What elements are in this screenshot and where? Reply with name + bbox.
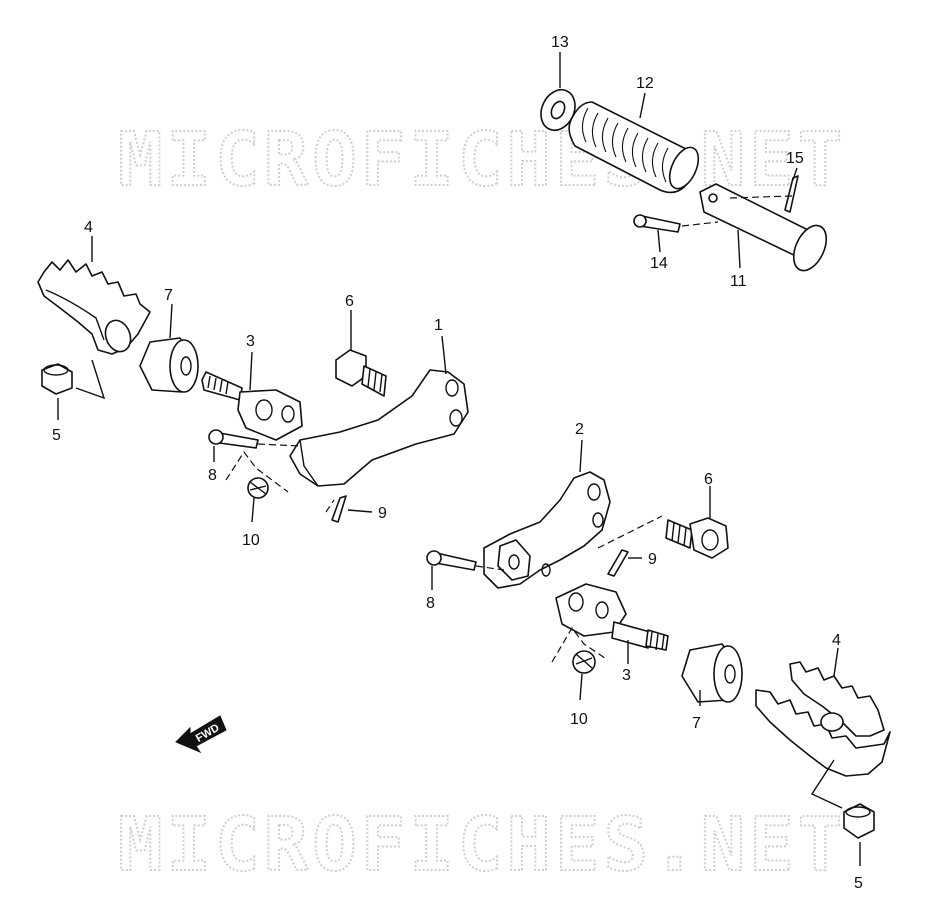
callout-10b: 10 [570,711,588,728]
callout-15: 15 [786,150,804,167]
part-12-grip [568,101,700,194]
callout-2: 2 [575,421,584,438]
callout-4b: 4 [832,632,841,649]
watermark-bottom: MICROFICHES.NET [118,802,846,888]
leader-7a [169,303,173,339]
callout-14: 14 [650,255,668,272]
leader-1 [441,335,447,375]
part-7-right-bushing [681,643,743,703]
callout-4a: 4 [84,219,93,236]
part-10-left-spring [247,477,269,499]
leader-14-dash [681,221,719,227]
callout-8b: 8 [426,595,435,612]
leader-10b [579,673,583,701]
part-9-right-cotter [607,549,629,577]
leader-12 [639,92,646,119]
callout-6b: 6 [704,471,713,488]
leader-10b-dash [551,626,609,663]
callout-7b: 7 [692,715,701,732]
part-5-right-nut [843,803,875,839]
part-7-left-bushing [139,337,199,393]
part-5-left-nut [41,363,73,395]
leader-8b-dash [475,565,505,571]
callout-3b: 3 [622,667,631,684]
leader-4b [833,647,839,677]
leader-10a-dash [225,450,289,493]
part-14-pin [633,214,681,233]
callout-5b: 5 [854,875,863,892]
part-4-left-footpeg [37,259,151,355]
part-6-left-bolt [335,349,387,397]
part-8-left-pin [208,429,259,449]
part-3-right-holder [555,583,669,651]
leader-4b-lower [810,759,843,809]
part-11-peg-shaft [699,183,828,272]
part-4-right-footpeg [755,661,891,777]
part-1-left-bracket [289,369,469,487]
leader-4a-lower [75,359,106,400]
callout-11: 11 [730,273,747,290]
part-8-right-pin [426,550,477,571]
part-9-left-cotter [331,495,347,523]
leader-11 [737,229,741,269]
part-10-right-spring [572,650,596,674]
callout-9b: 9 [648,551,657,568]
callout-12: 12 [636,75,654,92]
callout-1: 1 [434,317,443,334]
leader-8a-dash [257,443,301,447]
callout-13: 13 [551,34,569,51]
callout-7a: 7 [164,287,173,304]
leader-6b-dash [597,515,663,549]
leader-10a [251,497,255,523]
fwd-label: FWD [194,722,222,745]
leader-14 [657,229,661,253]
part-15-cotter-pin [784,175,799,213]
watermark-top: MICROFICHES.NET [118,117,846,203]
callout-3a: 3 [246,333,255,350]
leader-3a [249,351,253,391]
callout-10a: 10 [242,532,260,549]
leader-9a-dash [325,499,335,513]
fwd-arrow-icon: FWD [175,715,227,754]
leader-9a [347,509,373,513]
leader-2 [579,439,583,473]
leader-15 [792,167,798,181]
callout-6a: 6 [345,293,354,310]
callout-9a: 9 [378,505,387,522]
part-3-left-holder [201,371,303,441]
callout-5a: 5 [52,427,61,444]
part-6-right-bolt [665,517,729,559]
part-2-right-bracket [483,471,611,589]
callout-8a: 8 [208,467,217,484]
